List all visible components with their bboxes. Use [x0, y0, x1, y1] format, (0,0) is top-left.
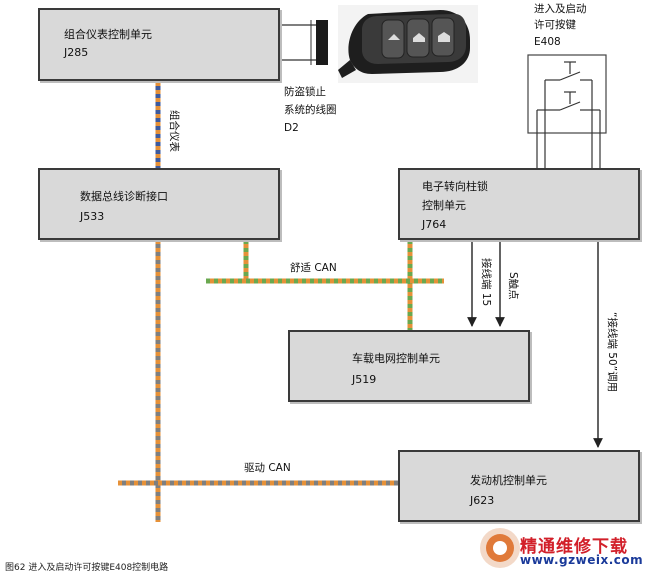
e408-switch-symbol: [527, 54, 607, 168]
unit-j764: 电子转向柱锁 控制单元 J764: [398, 168, 640, 240]
car-key-icon: [338, 5, 478, 83]
key-switch-label-line2: 许可按键: [534, 19, 576, 31]
key-switch-label-code: E408: [534, 36, 561, 48]
j623-name: 发动机控制单元: [470, 474, 547, 487]
drive-can-wire: [118, 240, 398, 522]
terminal15-label: 接线端 15: [480, 258, 492, 307]
drive-can-label: 驱动 CAN: [244, 462, 291, 474]
unit-j285: 组合仪表控制单元 J285: [38, 8, 280, 81]
j285-name: 组合仪表控制单元: [64, 28, 152, 41]
j533-name: 数据总线诊断接口: [80, 190, 168, 203]
s-contact-label: S触点: [507, 272, 519, 300]
j764-line2: 控制单元: [422, 199, 466, 212]
comfort-can-wire: [206, 240, 444, 330]
unit-j519: 车载电网控制单元 J519: [288, 330, 530, 402]
j519-name: 车载电网控制单元: [352, 352, 440, 365]
watermark-url: www.gzweix.com: [520, 553, 644, 567]
watermark-title: 精通维修下载: [520, 537, 628, 557]
j285-code: J285: [64, 46, 89, 59]
figure-caption: 图62 进入及启动许可按键E408控制电路: [5, 563, 169, 573]
d2-coil-symbol: [280, 20, 328, 65]
j764-code: J764: [422, 218, 447, 231]
unit-j533: 数据总线诊断接口 J533: [38, 168, 280, 240]
instrument-bus-label: 组合仪表: [168, 110, 180, 152]
j519-code: J519: [352, 373, 377, 386]
key-switch-label-line1: 进入及启动: [534, 3, 587, 15]
coil-label-code: D2: [284, 122, 299, 134]
j533-code: J533: [80, 210, 105, 223]
coil-label-line1: 防盗锁止: [284, 86, 326, 98]
j623-code: J623: [470, 494, 495, 507]
comfort-can-label: 舒适 CAN: [290, 262, 337, 274]
coil-label-line2: 系统的线圈: [284, 104, 337, 116]
j764-line1: 电子转向柱锁: [422, 180, 488, 193]
watermark-logo-icon: [480, 528, 520, 568]
unit-j623: 发动机控制单元 J623: [398, 450, 640, 522]
terminal50-label: “接线端 50”调用: [606, 312, 618, 393]
